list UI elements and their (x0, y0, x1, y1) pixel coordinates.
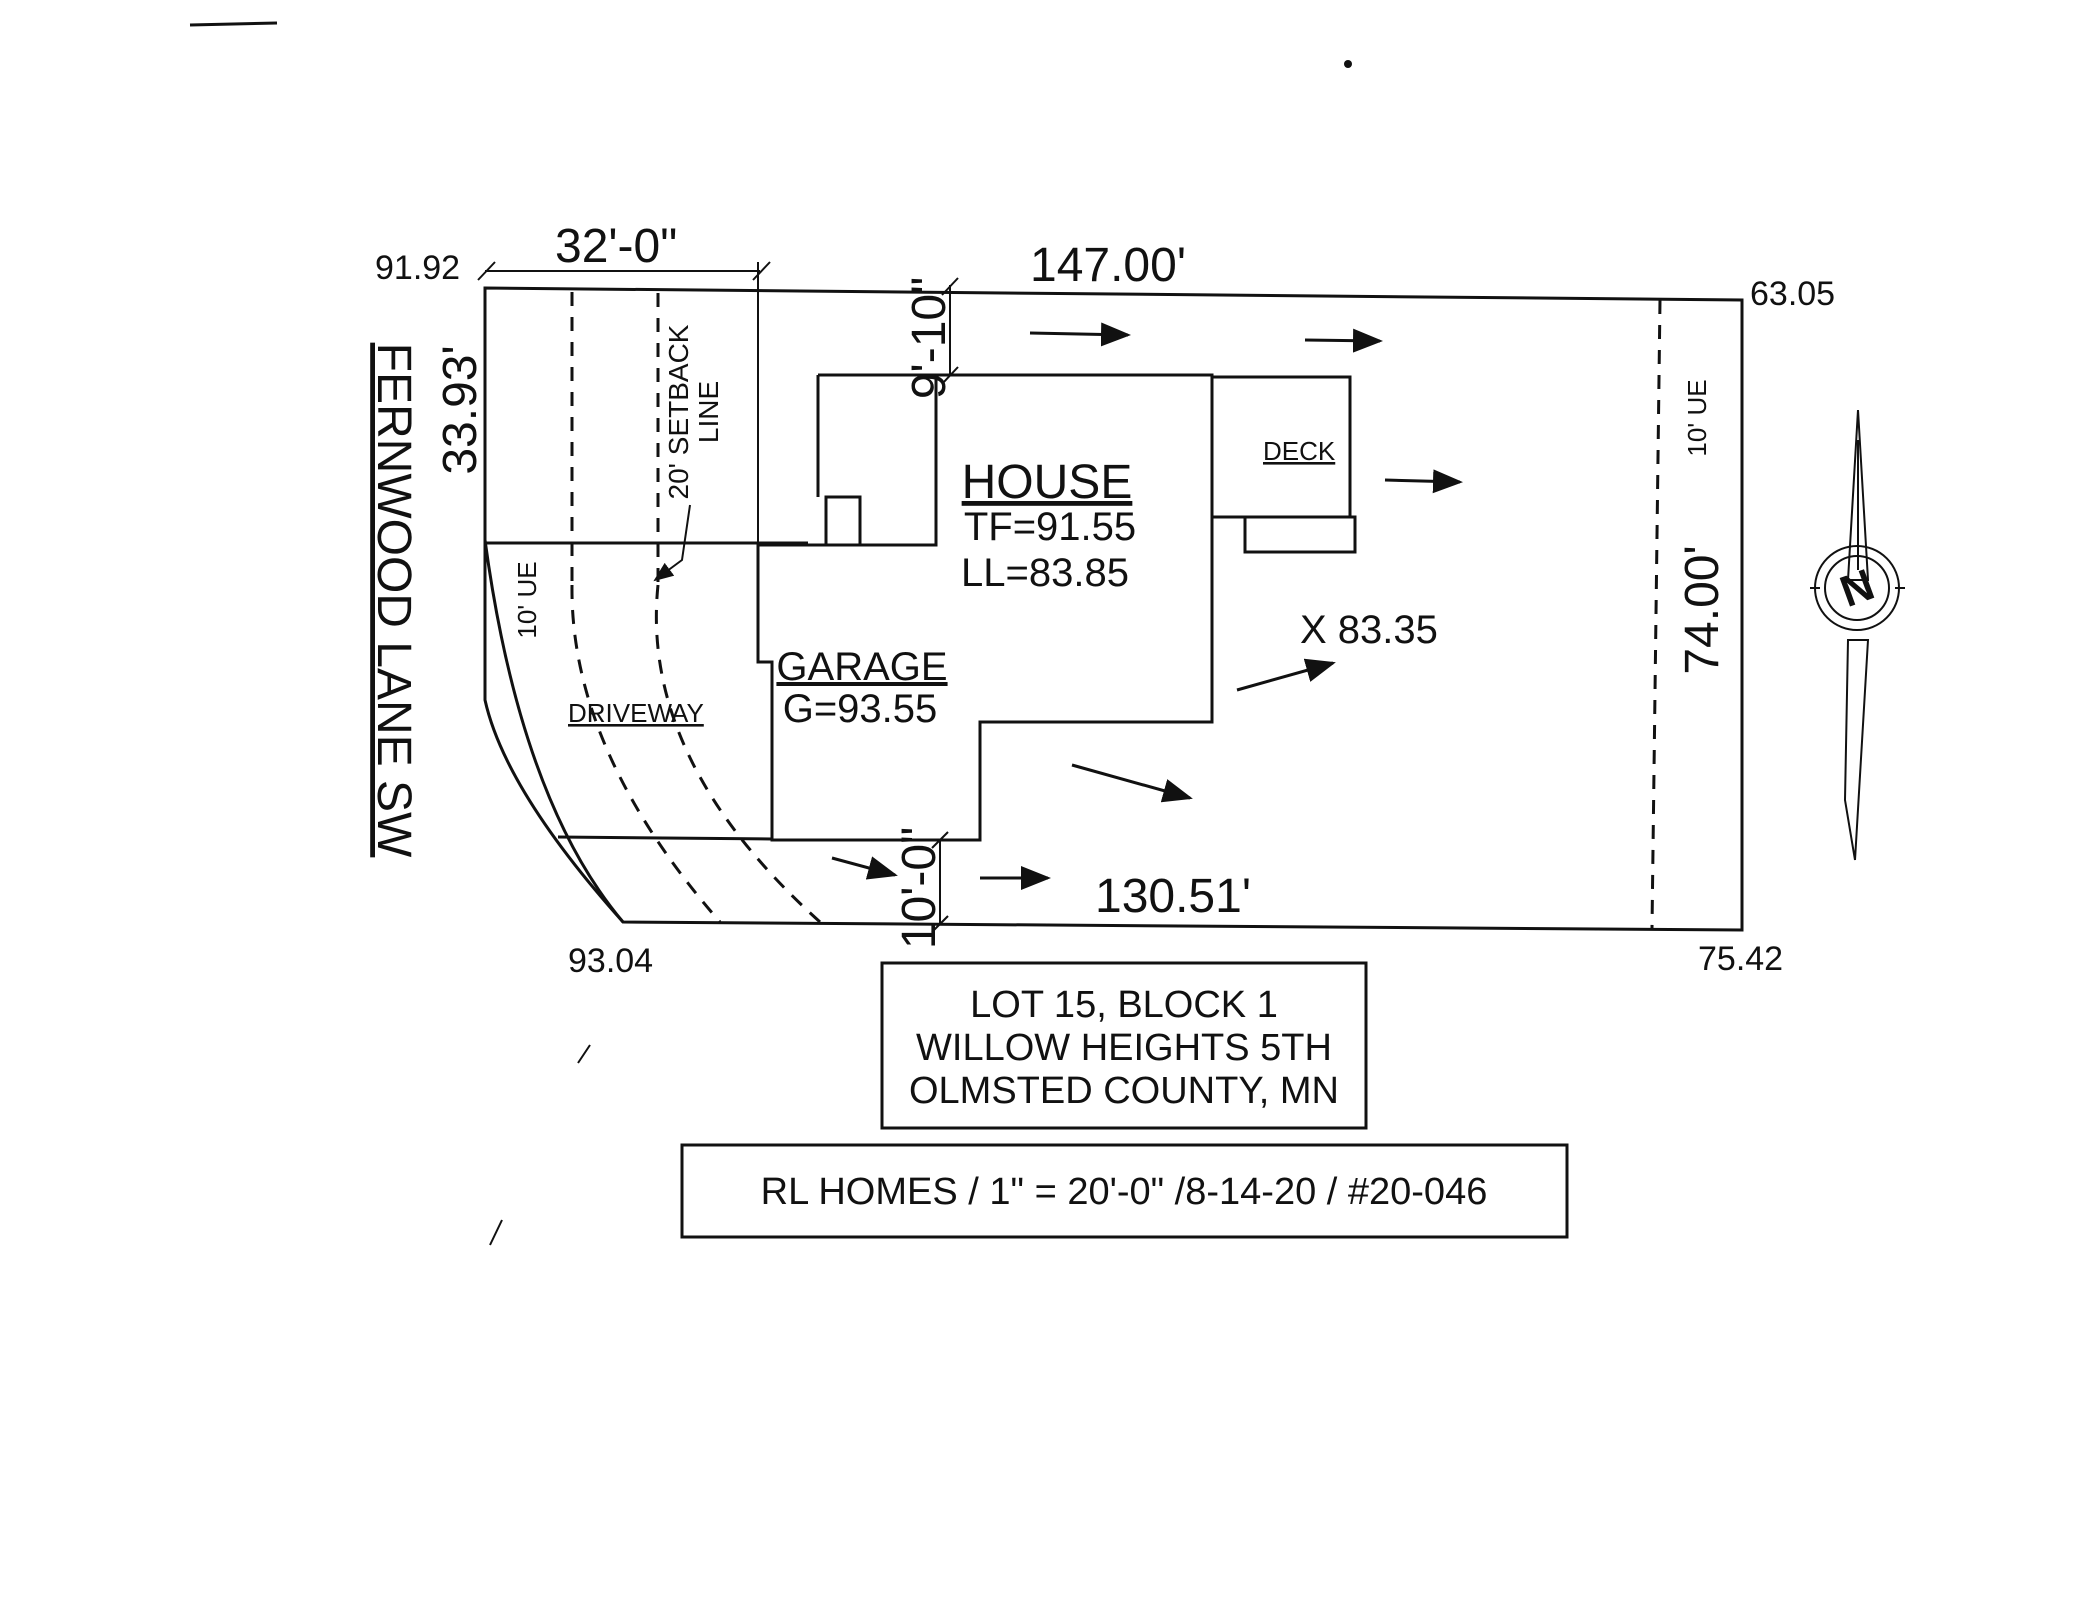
deck-label: DECK (1263, 436, 1336, 466)
ue-line-east (1650, 299, 1662, 929)
house-north-tick (941, 366, 959, 385)
elev-nw: 91.92 (375, 249, 460, 287)
front-dim-tick (752, 261, 771, 281)
elev-ne: 63.05 (1750, 275, 1835, 313)
garage-south-tick (931, 831, 949, 849)
legal-line-2: WILLOW HEIGHTS 5TH (916, 1027, 1332, 1069)
scan-mark (1344, 60, 1352, 68)
legal-box (880, 961, 1368, 1130)
legal-line-3: OLMSTED COUNTY, MN (909, 1070, 1339, 1112)
title-block (680, 1143, 1569, 1239)
dim-west-line: 33.93' (434, 345, 487, 474)
garage-g: G=93.55 (783, 687, 938, 731)
drainage-arrow (1384, 469, 1463, 494)
house-north-tick (941, 277, 959, 296)
north-letter: N (1834, 560, 1881, 617)
ue-label-west: 10' UE (512, 561, 542, 638)
title-block-text: RL HOMES / 1" = 20'-0" /8-14-20 / #20-04… (761, 1171, 1488, 1213)
dim-south-line: 130.51' (1095, 870, 1251, 923)
row-arc (483, 539, 625, 923)
legal-line-1: LOT 15, BLOCK 1 (970, 984, 1278, 1026)
ue-curve-west (570, 584, 722, 923)
driveway-bottom (557, 835, 773, 841)
drainage-arrow (1236, 658, 1336, 692)
drainage-arrow (1304, 328, 1383, 353)
dim-east-line: 74.00' (1676, 545, 1729, 674)
ue-label-east: 10' UE (1682, 379, 1712, 456)
drainage-arrow (1071, 763, 1193, 803)
setback-curve (654, 584, 822, 924)
setback-label: 20' SETBACK (663, 324, 694, 499)
street-name: FERNWOOD LANE SW (367, 343, 420, 858)
north-arrow-icon: N (1810, 409, 1905, 861)
elev-sw: 93.04 (568, 942, 653, 980)
dim-north-line: 147.00' (1030, 239, 1186, 292)
dim-front-width: 32'-0" (555, 220, 677, 273)
elev-se: 75.42 (1698, 940, 1783, 978)
driveway-label: DRIVEWAY (568, 698, 704, 728)
scan-mark (189, 21, 278, 27)
deck-step (1243, 515, 1357, 554)
setback-leader (653, 504, 691, 582)
drainage-arrow (831, 856, 898, 880)
house-footprint (756, 373, 1214, 842)
house-tf: TF=91.55 (964, 505, 1136, 549)
scan-mark (489, 1219, 503, 1246)
spot-elevation: X 83.35 (1300, 608, 1438, 652)
garage-south-tick (931, 915, 949, 933)
front-dim-tick (477, 261, 496, 281)
drainage-arrow (1029, 322, 1131, 347)
house-bump (824, 495, 862, 545)
dim-garage-to-south: 10'-0" (893, 827, 946, 949)
scan-mark (577, 1044, 591, 1064)
dim-house-to-north: 9'-10" (903, 277, 956, 399)
house-label: HOUSE (962, 456, 1133, 509)
house-ll: LL=83.85 (961, 551, 1129, 595)
garage-label: GARAGE (776, 645, 947, 689)
setback-label-line: LINE (693, 381, 724, 443)
